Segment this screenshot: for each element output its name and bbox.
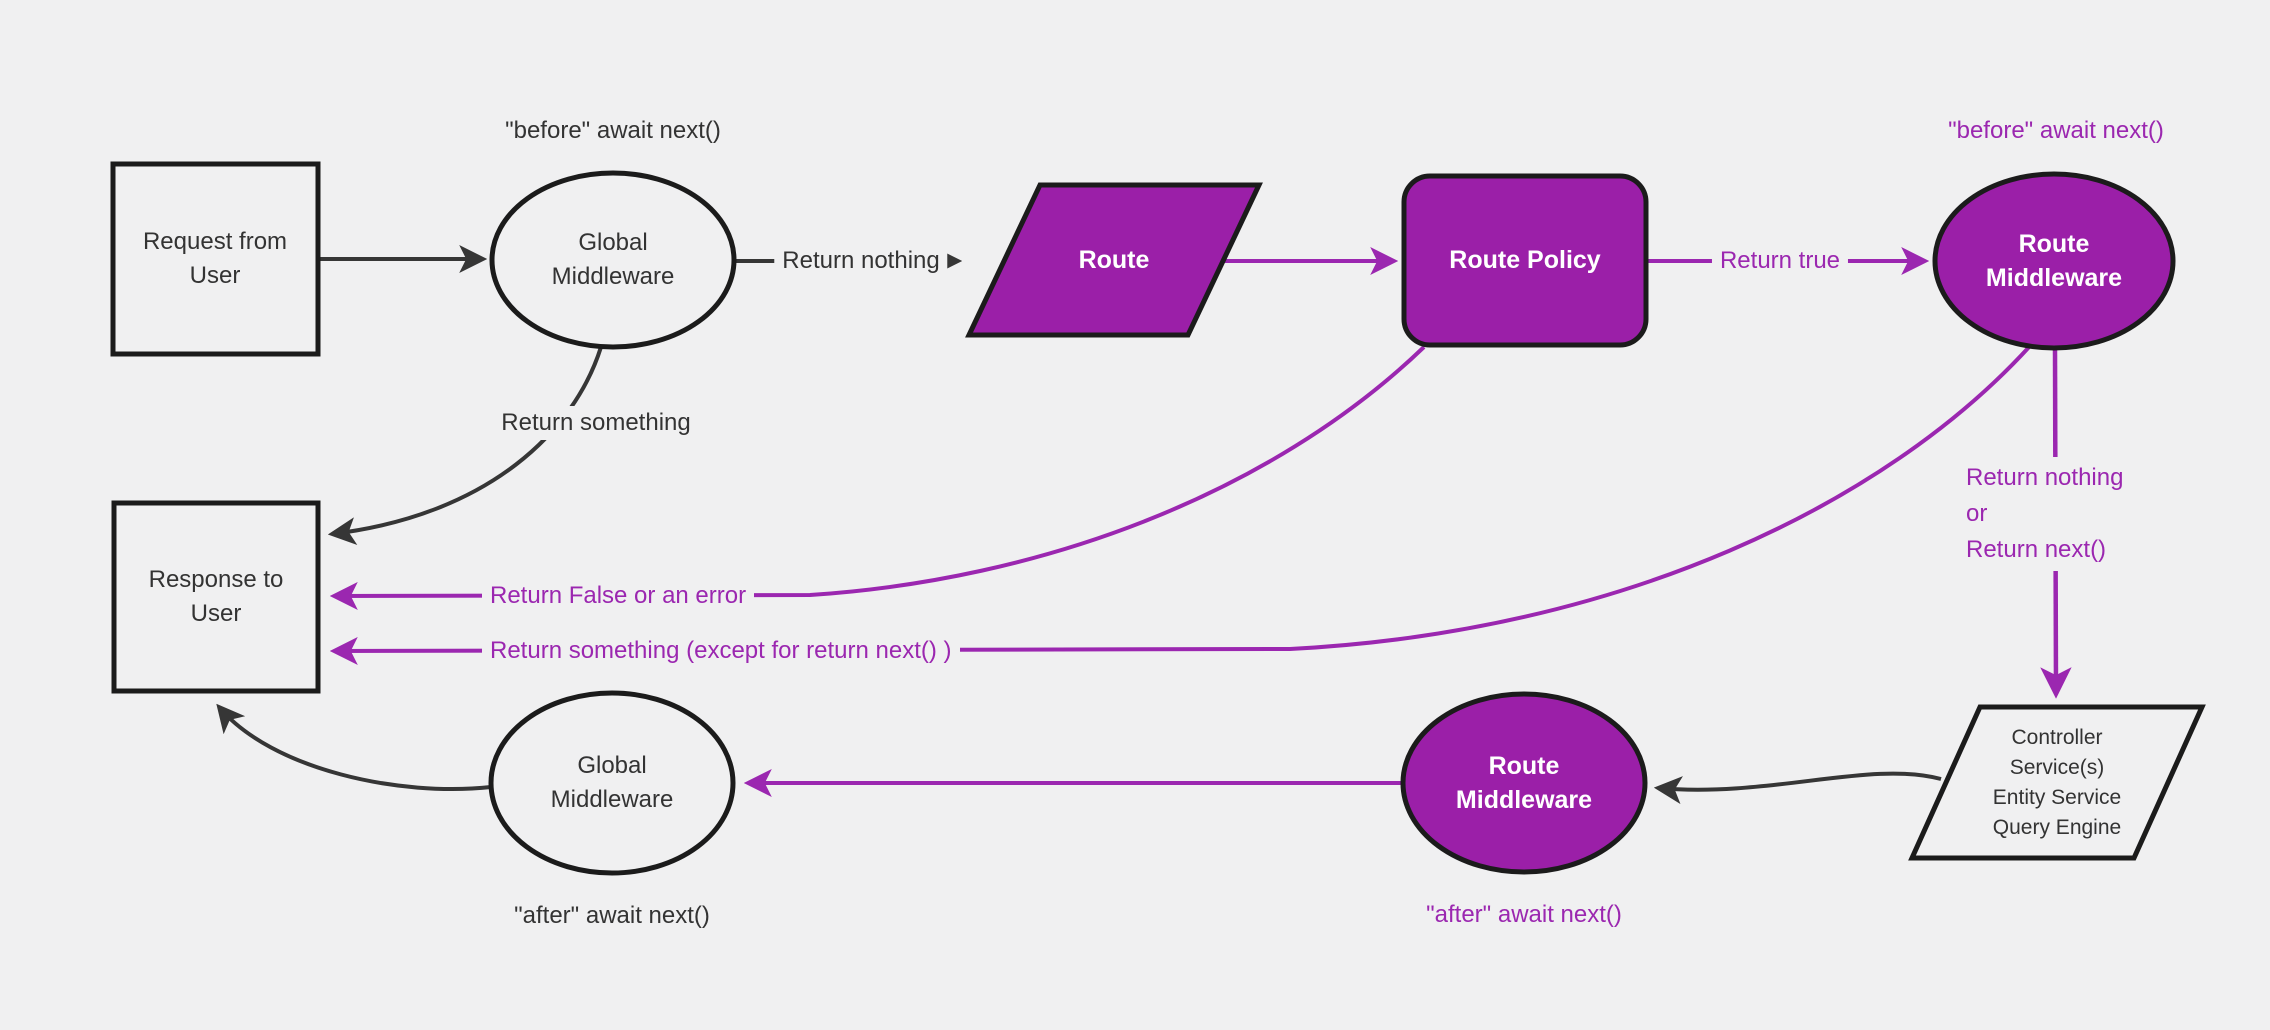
edge-label-return-something-except: Return something (except for return next…: [482, 634, 960, 668]
edge-label-return-nothing-or-next: Return nothing or Return next(): [1958, 457, 2132, 571]
node-route-middleware-bottom: [1400, 691, 1648, 875]
node-request-from-user: [110, 161, 321, 357]
label-route: Route: [1078, 246, 1150, 274]
edge-label-return-something: Return something: [493, 406, 699, 440]
edge-label-return-nothing: Return nothing: [774, 244, 948, 278]
node-route: [965, 182, 1263, 338]
edge-global-middleware-return-something: [327, 346, 603, 546]
edge-label-after-await-next-left: "after" await next(): [514, 902, 710, 929]
node-route-policy: [1401, 173, 1649, 348]
node-response-to-user: [111, 500, 321, 694]
edge-controller-to-route-middleware-bottom: [1653, 771, 1942, 805]
label-route-middleware-top: Route Middleware: [1985, 230, 2123, 292]
edge-label-return-false-or-error: Return False or an error: [482, 579, 755, 613]
edge-label-return-true: Return true: [1711, 244, 1849, 278]
edge-global-middleware-bottom-to-response: [216, 703, 492, 791]
edge-route-policy-return-false: [329, 345, 1426, 610]
edge-label-before-await-next-top: "before" await next(): [505, 117, 721, 144]
edge-route-middleware-return-something-except: [329, 344, 2032, 665]
label-controller-services: Controller Service(s) Entity Service Que…: [1992, 726, 2122, 839]
node-global-middleware-top: [489, 170, 737, 350]
label-global-middleware-top: Global Middleware: [551, 229, 675, 290]
edge-label-before-await-next-right: "before" await next(): [1948, 117, 2164, 144]
label-route-policy: Route Policy: [1449, 246, 1601, 274]
edge-label-after-await-next-middle: "after" await next(): [1426, 901, 1622, 928]
node-route-middleware-top: [1932, 171, 2176, 351]
label-request-from-user: Request from User: [142, 228, 288, 289]
node-global-middleware-bottom: [488, 690, 736, 876]
label-global-middleware-bottom: Global Middleware: [550, 752, 674, 813]
label-route-middleware-bottom: Route Middleware: [1455, 752, 1593, 814]
label-response-to-user: Response to User: [148, 566, 284, 627]
node-controller-services: [1908, 704, 2206, 861]
